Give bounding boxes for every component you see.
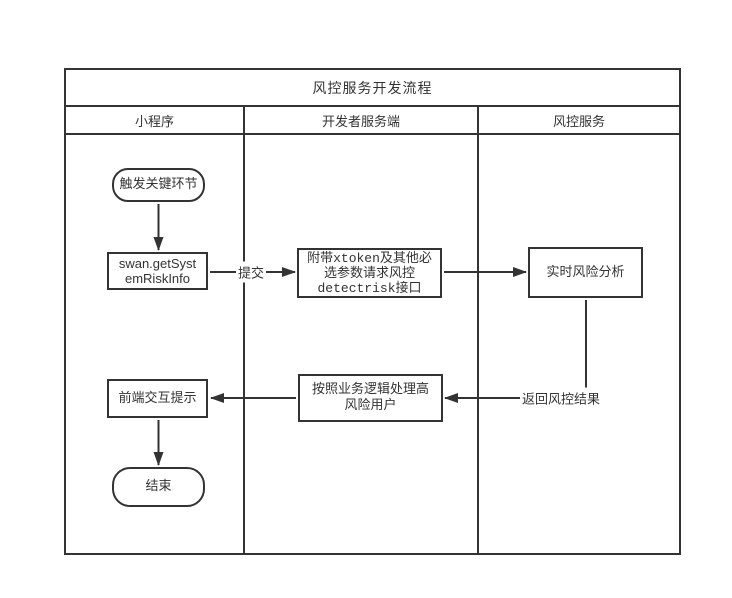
lane-header-developer-server: 开发者服务端 [245,107,479,133]
edge-label-submit: 提交 [235,261,267,283]
node-handle-high-risk-users: 按照业务逻辑处理高风险用户 [298,374,443,422]
lane-header-miniprogram: 小程序 [66,107,245,133]
lane-headers: 小程序 开发者服务端 风控服务 [66,107,679,135]
lane-header-risk-service: 风控服务 [552,114,605,130]
node-realtime-risk-analysis: 实时风险分析 [528,247,643,298]
node-end: 结束 [112,467,205,507]
node-frontend-prompt: 前端交互提示 [107,379,208,418]
node-start-trigger: 触发关键环节 [112,168,205,202]
node-swan-getsystemriskinfo: swan.getSystemRiskInfo [107,252,208,290]
diagram-title: 风控服务开发流程 [66,70,679,107]
lane-body-developer-server [245,135,479,553]
lane-body-miniprogram [66,135,245,553]
node-request-detectrisk-api: 附带xtoken及其他必选参数请求风控detectrisk接口 [297,248,442,298]
lane-body-risk-service [479,135,679,553]
edge-label-return-result: 返回风控结果 [519,387,603,409]
